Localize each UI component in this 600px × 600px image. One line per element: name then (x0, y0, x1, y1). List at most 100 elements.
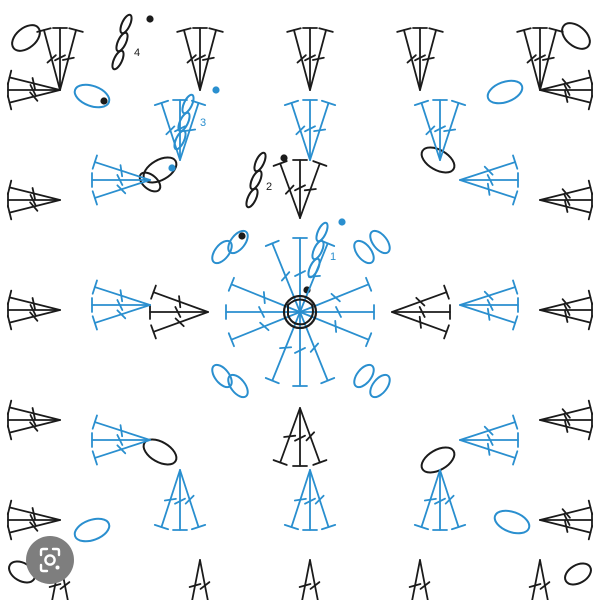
double-crochet-stitch (439, 99, 467, 161)
double-crochet-stitch (283, 99, 311, 161)
chain-stitch (311, 239, 325, 261)
chain-stitch (173, 129, 187, 151)
double-crochet-stitch (302, 469, 318, 531)
round-label-3: 3 (200, 117, 206, 129)
double-crochet-stitch (539, 519, 594, 541)
double-crochet-stitch (299, 160, 328, 219)
double-crochet-stitch (539, 512, 593, 528)
chain-stitch (486, 79, 524, 105)
double-crochet-stitch (91, 304, 151, 331)
double-crochet-stitch (459, 432, 519, 448)
double-crochet-stitch (7, 82, 61, 98)
double-crochet-stitch (153, 99, 181, 161)
double-crochet-stitch (149, 304, 209, 320)
double-crochet-stitch (539, 399, 594, 421)
double-crochet-stitch (539, 289, 594, 311)
chain-stitch (73, 83, 111, 109)
double-crochet-stitch (91, 154, 151, 181)
double-crochet-stitch (272, 407, 301, 466)
double-crochet-stitch (199, 27, 224, 91)
double-crochet-stitch (539, 82, 593, 98)
double-crochet-stitch (539, 309, 594, 331)
double-crochet-stitch (459, 414, 519, 441)
magic-ring (282, 294, 318, 330)
double-crochet-stitch (309, 99, 337, 161)
double-crochet-stitch (432, 99, 448, 161)
chain-stitch (227, 229, 249, 255)
double-crochet-stitch (286, 27, 311, 91)
chain-stitch (353, 363, 375, 389)
black-rounds-layer (6, 13, 594, 600)
double-crochet-stitch (391, 311, 450, 340)
slip-stitch (100, 97, 108, 105)
chain-stitch (138, 171, 162, 193)
double-crochet-stitch (7, 412, 61, 428)
double-crochet-stitch (6, 179, 61, 201)
double-crochet-stitch (539, 302, 593, 318)
double-crochet-stitch (59, 27, 84, 91)
chain-stitch (177, 111, 191, 133)
double-crochet-stitch (459, 304, 519, 331)
double-crochet-stitch (6, 499, 61, 521)
double-crochet-stitch (91, 172, 151, 188)
double-crochet-stitch (192, 27, 208, 91)
chain-stitch (369, 373, 391, 399)
double-crochet-stitch (539, 499, 594, 521)
round-label-2: 2 (266, 181, 272, 193)
double-crochet-stitch (7, 512, 61, 528)
double-crochet-stitch (172, 469, 188, 531)
slip-stitch (280, 154, 288, 162)
double-crochet-stitch (283, 469, 311, 531)
double-crochet-stitch (391, 284, 450, 313)
chain-stitch (307, 257, 321, 279)
double-crochet-stitch (309, 27, 334, 91)
chain-stitch (493, 509, 531, 535)
double-crochet-stitch (539, 27, 564, 91)
double-crochet-stitch (539, 179, 594, 201)
double-crochet-stitch (292, 159, 308, 219)
double-crochet-stitch (6, 519, 61, 541)
double-crochet-stitch (298, 559, 312, 600)
double-crochet-stitch (396, 27, 421, 91)
double-crochet-stitch (179, 469, 207, 531)
double-crochet-stitch (176, 27, 201, 91)
double-crochet-stitch (539, 192, 593, 208)
double-crochet-stitch (292, 407, 308, 467)
double-crochet-stitch (6, 89, 61, 111)
double-crochet-stitch (459, 179, 519, 206)
chain-stitch (73, 517, 111, 543)
double-crochet-stitch (52, 27, 68, 91)
double-crochet-stitch (91, 439, 151, 466)
double-crochet-stitch (532, 27, 548, 91)
double-crochet-stitch (419, 27, 444, 91)
double-crochet-stitch (91, 432, 151, 448)
double-crochet-stitch (6, 199, 61, 221)
double-crochet-stitch (412, 27, 428, 91)
double-crochet-stitch (432, 469, 448, 531)
chain-stitch (315, 221, 329, 243)
chain-stitch (253, 151, 267, 173)
double-crochet-stitch (439, 469, 467, 531)
chain-stitch (119, 13, 133, 35)
double-crochet-stitch (459, 297, 519, 313)
google-lens-icon[interactable] (26, 536, 74, 584)
chain-stitch (561, 22, 591, 50)
double-crochet-stitch (419, 559, 431, 600)
round-label-1: 1 (330, 251, 336, 263)
chain-stitch (181, 93, 195, 115)
double-crochet-stitch (459, 439, 519, 466)
double-crochet-stitch (172, 99, 188, 161)
chain-stitch (564, 562, 592, 586)
double-crochet-stitch (539, 559, 551, 600)
double-crochet-stitch (391, 304, 451, 320)
slip-stitch (212, 86, 220, 94)
slip-stitch (238, 232, 246, 240)
slip-stitch (338, 218, 346, 226)
magic-ring-layer (282, 294, 318, 330)
chain-stitch (227, 373, 249, 399)
double-crochet-stitch (539, 89, 594, 111)
chain-stitch (420, 146, 456, 174)
double-crochet-stitch (539, 419, 594, 441)
double-crochet-stitch (150, 311, 209, 340)
